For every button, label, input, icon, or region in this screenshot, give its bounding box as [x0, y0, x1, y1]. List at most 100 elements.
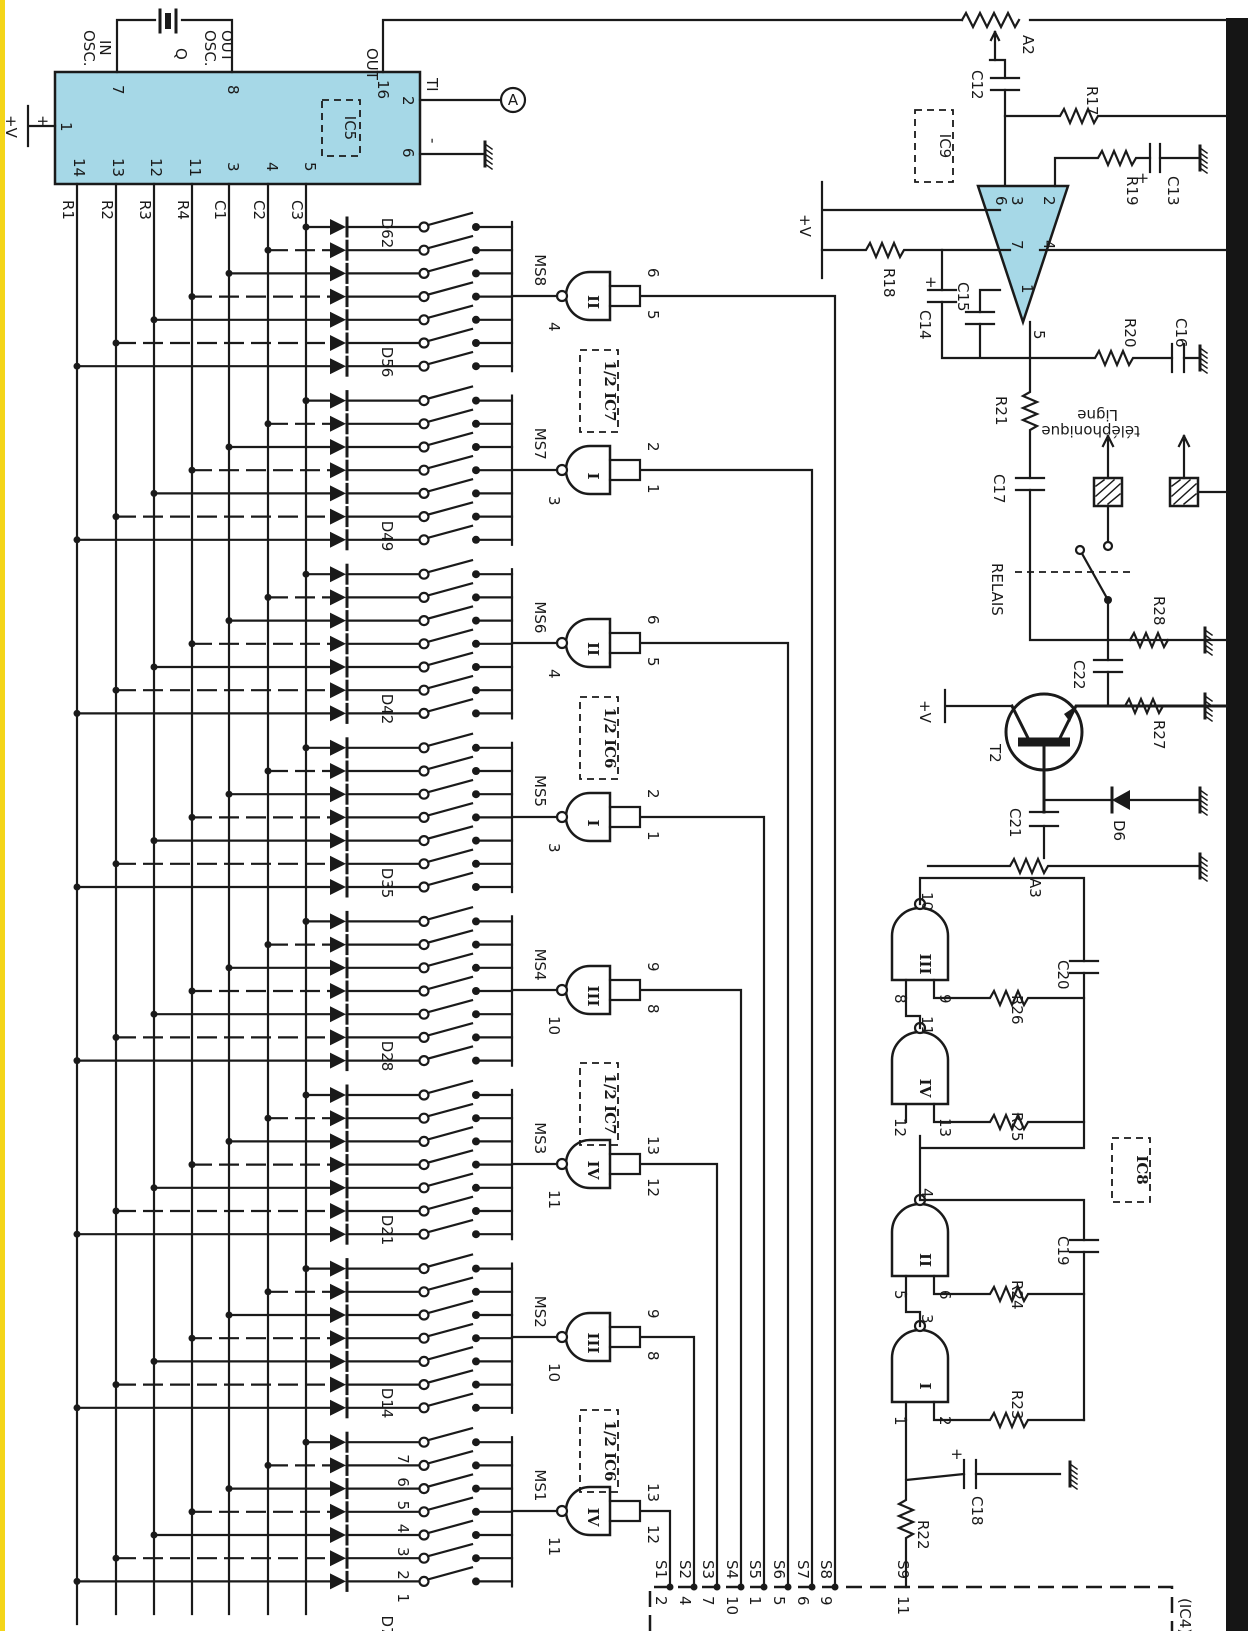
ground-hatch [1198, 351, 1209, 360]
ms1-contact-4: 4 [394, 1524, 412, 1534]
gate-roman: III [584, 985, 602, 1006]
switch-contact [418, 1262, 430, 1275]
switch-contact [418, 638, 430, 650]
ic9-pin2-wire [1053, 148, 1202, 188]
gate-body [564, 617, 612, 669]
gate-bubble [555, 463, 569, 477]
ic9-pin-2: 2 [1040, 196, 1058, 206]
diode-arrow [330, 1353, 346, 1370]
c18-ground [1068, 1460, 1079, 1491]
switch-blade [426, 1369, 474, 1384]
ms1-contact-6: 6 [394, 1477, 412, 1487]
diode-arrow [330, 1226, 346, 1243]
c13-label: C13 [1164, 176, 1182, 206]
r24-label: R24 [1008, 1280, 1026, 1310]
switch-group-label: MS5 [531, 775, 549, 807]
ground-hatch [1198, 808, 1209, 817]
diode-arrow [330, 1029, 346, 1046]
switch-blade [426, 385, 474, 400]
diode-label-d62: D62 [378, 218, 396, 249]
switch-contact [418, 1332, 430, 1344]
diode-arrow [330, 242, 346, 259]
ms1-contact-7: 7 [394, 1454, 412, 1464]
c14-c15-wire [940, 248, 1032, 360]
a2-wiper [988, 30, 1001, 62]
r21-label: R21 [992, 396, 1010, 426]
ic4-pin-num-1: 1 [746, 1596, 764, 1606]
diode-label-d21: D21 [378, 1215, 396, 1246]
switch-blade [426, 1022, 474, 1037]
switch-blade [426, 698, 474, 713]
ic6b-tag: 1/2 IC6 [601, 1421, 619, 1482]
phone-line-arrows [1101, 434, 1228, 548]
ground-hatch [1198, 864, 1209, 873]
gate-output-wire [608, 631, 790, 1589]
gate-bubble [555, 636, 569, 650]
ground-hatch [1068, 1482, 1079, 1491]
ground-hatch [1203, 704, 1214, 713]
switch-contact [418, 985, 430, 997]
ti-label: TI [423, 77, 441, 92]
bus-junction [188, 1161, 196, 1169]
ground-hatch [1203, 699, 1214, 708]
switch-contact [418, 464, 430, 476]
ground-hatch [1198, 361, 1209, 370]
switch-blade [426, 651, 474, 667]
r20-wire [1028, 348, 1202, 368]
r28-label: R28 [1150, 596, 1168, 626]
switch-blade [426, 501, 474, 516]
bus-junction [264, 1114, 272, 1122]
c14-label: C14 [916, 310, 934, 340]
gate-bubble [555, 810, 569, 824]
bus-junction [302, 570, 310, 578]
ic4-pin-s7: S7 [794, 1560, 812, 1579]
c16-ground [1198, 344, 1209, 375]
switch-group-ms2: MS2 [73, 1253, 549, 1419]
gate-bubble [555, 1157, 569, 1171]
diode-arrow [330, 288, 346, 305]
ic5-minus: - [424, 138, 442, 143]
out-label: OUT [363, 48, 381, 81]
c14-plus: + [922, 276, 940, 289]
diode-arrow [330, 589, 346, 606]
ground-hatch [1068, 1472, 1079, 1481]
ground-hatch [483, 162, 494, 171]
bus-junction [73, 1057, 81, 1065]
gate-roman: I [584, 819, 602, 826]
ic4-label: (IC4) [1176, 1598, 1194, 1631]
switch-blade [426, 1195, 474, 1211]
ic5-pin-14: 14 [70, 158, 88, 177]
gate-bubble [555, 983, 569, 997]
ic9-pin-6: 6 [992, 196, 1010, 206]
diode-arrow [330, 635, 346, 652]
switch-group-label: MS6 [531, 601, 549, 633]
ground-hatch [1203, 633, 1214, 642]
switch-contact [418, 360, 430, 372]
gate-pin-a: 9 [644, 1309, 662, 1319]
ground-hatch [1198, 788, 1209, 797]
ic8-gate-roman: III [916, 953, 934, 974]
switch-contact [418, 441, 430, 453]
diode-arrow [330, 763, 346, 779]
switch-blade [426, 1346, 474, 1361]
ic4-pin-s4: S4 [723, 1560, 741, 1579]
bus-junction [225, 443, 233, 451]
switch-blade [426, 871, 474, 887]
ic5-pin-8: 8 [224, 85, 242, 95]
c21-label: C21 [1006, 808, 1024, 838]
gate-pin-out: 3 [545, 843, 563, 853]
diode-arrow [330, 358, 346, 375]
gate-output-wire [608, 978, 743, 1589]
switch-blade [426, 1218, 474, 1234]
ic6b-tag-box [579, 1409, 619, 1493]
switch-contact [418, 591, 430, 604]
gate-bubble [555, 1504, 569, 1518]
diode-arrow [330, 415, 346, 432]
out-wire [381, 18, 1228, 74]
ic5-pin-16: 16 [374, 80, 392, 99]
diode-arrow [330, 739, 346, 756]
switch-blade [426, 524, 474, 540]
switch-contact [418, 267, 430, 279]
